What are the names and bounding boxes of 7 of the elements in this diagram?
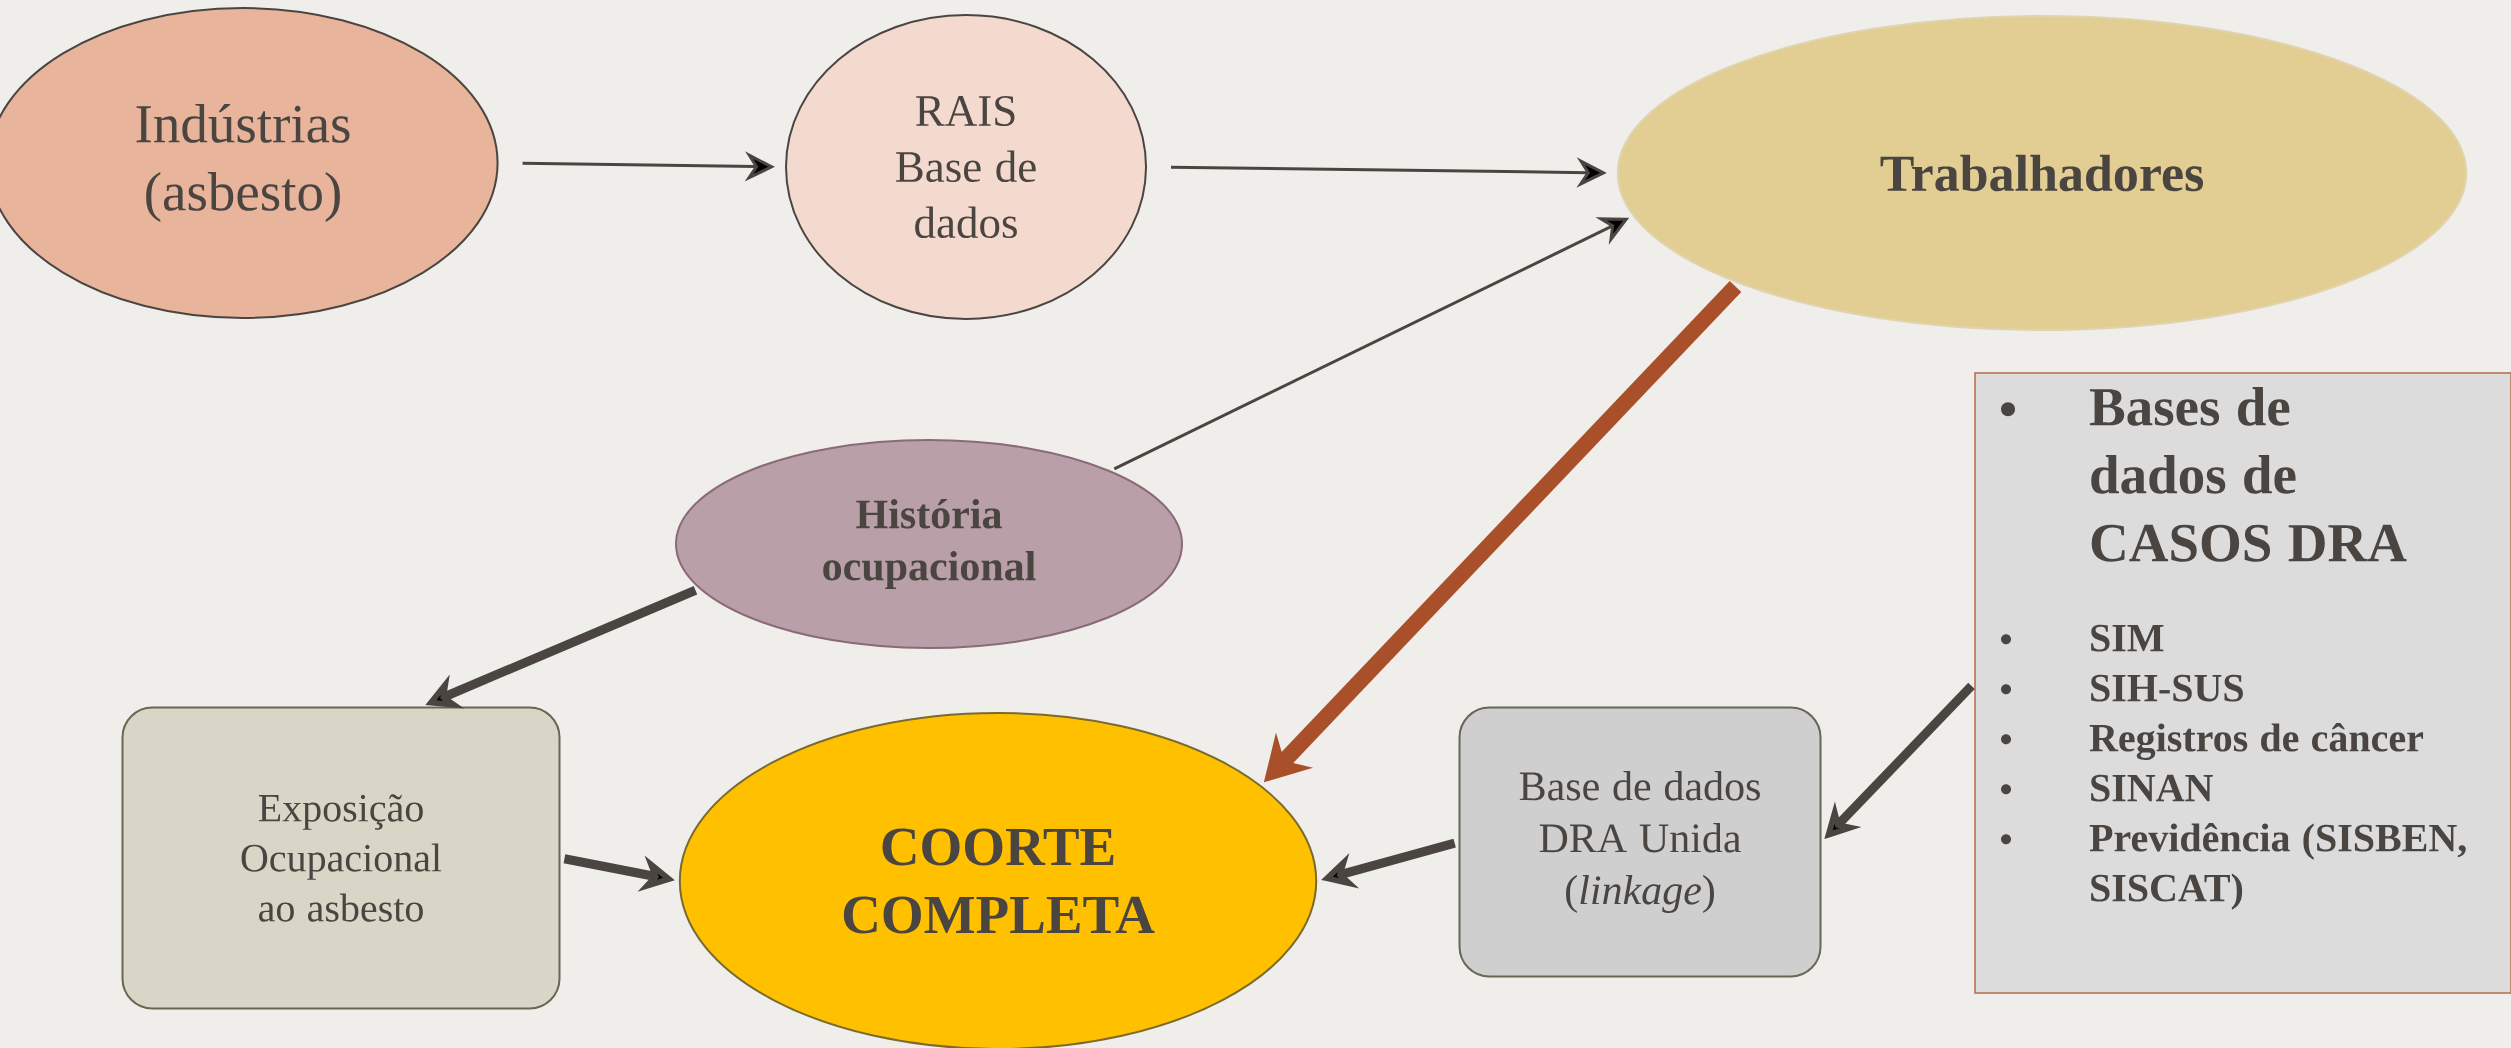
list-box: Bases de dados de CASOS DRA SIM SIH-SUS Registros de câncer SINAN Previdência (SISBEN, SISCAT): [1974, 372, 2511, 994]
ellipse-node: RAIS Base de dados: [785, 14, 1147, 320]
rounded-box: Exposição Ocupacional ao asbesto: [121, 706, 561, 1010]
rounded-box: Base de dados DRA Unida (linkage): [1458, 706, 1822, 978]
ellipse-node: Trabalhadores: [1616, 15, 2468, 331]
ellipse-node: História ocupacional: [675, 439, 1183, 649]
ellipse-node: COORTE COMPLETA: [678, 712, 1318, 1048]
